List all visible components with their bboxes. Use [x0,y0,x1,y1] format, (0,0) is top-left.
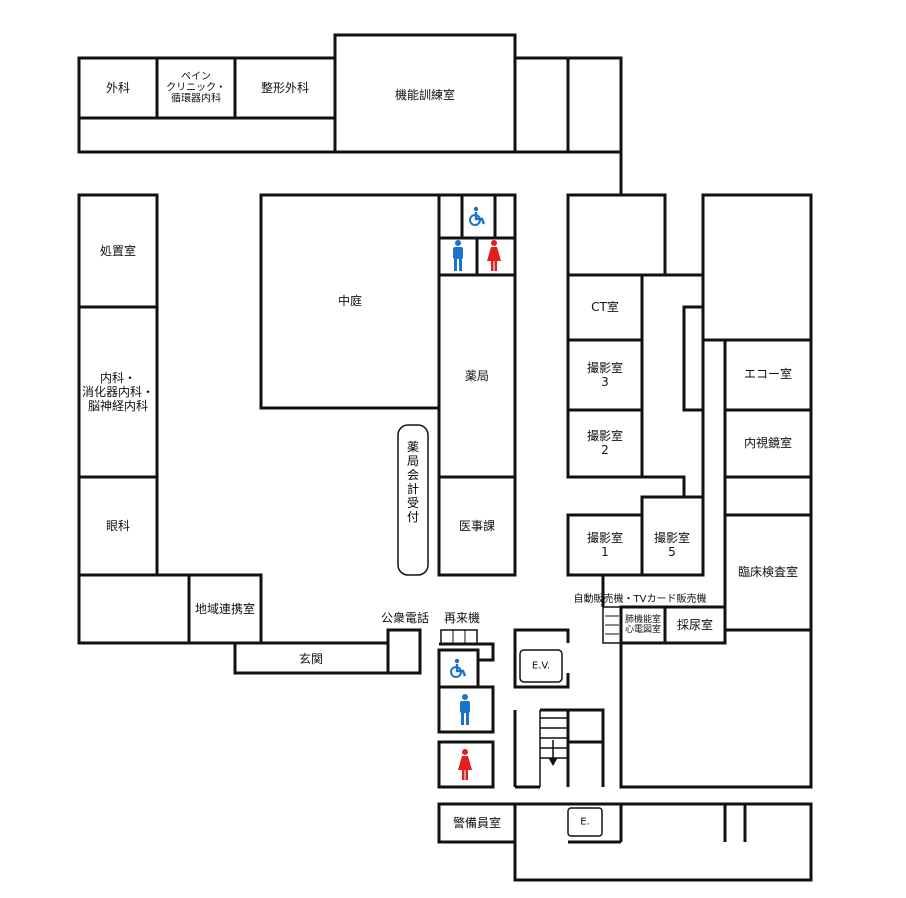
wall-jihan [602,606,622,644]
wall-ijika [437,475,517,577]
wall-top-corridor [77,116,337,154]
wall-satsuei2 [566,408,644,479]
label-kouden: 公衆電話 [380,611,430,625]
room-ijika: 医事課 [458,519,496,533]
wheelchair-icon [469,206,486,226]
wall-sairai [440,629,478,645]
room-genkan: 玄関 [298,652,324,666]
wall-sainyo [663,605,727,645]
wall-keibi [437,802,517,844]
room-uketsuke: 薬局会計受付 [406,440,419,524]
room-naishikyo: 内視鏡室 [743,436,793,450]
male-icon [453,240,463,271]
wall-wc-lower-3 [437,740,495,789]
wall-satsuei5 [640,495,705,577]
room-ganka: 眼科 [105,519,131,533]
wall-rinsho [723,513,813,632]
room-echo: エコー室 [743,367,793,381]
wall-top-r2 [566,56,623,154]
label-sairai: 再来機 [443,611,481,625]
room-yakkyoku: 薬局 [464,369,490,383]
wall-wc-lower-2 [437,685,495,734]
room-keibi: 警備員室 [452,816,502,830]
room-satsuei2: 撮影室 2 [586,429,624,457]
wall-left-bottom [77,573,191,645]
room-shinpai: 肺機能室 心電図室 [624,615,662,635]
wall-counter [397,424,429,576]
room-satsuei3: 撮影室 3 [586,361,624,389]
room-geka: 外科 [105,81,131,95]
room-shochi: 処置室 [99,244,137,258]
female-icon [487,240,501,271]
label-e: E. [580,816,590,828]
room-seikei: 整形外科 [260,81,310,95]
room-satsuei5: 撮影室 5 [653,531,691,559]
wall-phone [386,628,422,675]
wall-right-top-2 [701,193,813,342]
wall-top-r1 [513,56,570,154]
room-naika: 内科・ 消化器内科・ 脳神経内科 [81,371,155,413]
room-nakaniwa: 中庭 [337,294,363,308]
room-ct: CT室 [591,300,619,314]
wall-e [567,807,603,837]
male-icon-lower [460,694,470,725]
room-pain: ペイン クリニック・ 循環器内科 [166,71,226,105]
label-jihan: 自動販売機・TVカード販売機 [573,594,707,605]
room-rinsho: 臨床検査室 [737,565,799,579]
wheelchair-icon-lower [450,658,467,678]
room-kinou: 機能訓練室 [394,88,456,102]
wall-ev [519,649,563,683]
room-chiiki: 地域連携室 [194,602,256,616]
female-icon-lower [458,749,472,780]
room-satsuei1: 撮影室 1 [586,531,624,559]
room-sainyo: 採尿室 [676,618,714,632]
wall-right-top-1 [566,193,667,277]
label-ev: E.V. [531,660,551,672]
